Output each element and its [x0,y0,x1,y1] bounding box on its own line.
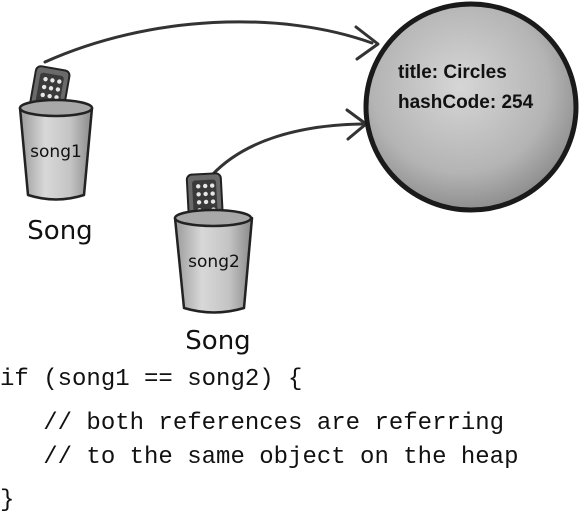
code-line-comment-2: // to the same object on the heap [0,444,519,471]
reference-cup-song2: song2 [173,172,254,314]
arrow-song2-to-object [210,108,368,177]
cup-label-song2: song2 [188,252,240,272]
object-hashcode-text: hashCode: 254 [398,92,534,113]
code-line-close-brace: } [0,487,15,514]
object-title-text: title: Circles [398,62,507,83]
type-label-song2: Song [185,326,250,356]
arrow-song1-to-object [43,20,380,64]
code-line-comment-1: // both references are referring [0,410,505,437]
reference-cup-song1: song1 [18,65,94,201]
type-label-song1: Song [27,216,92,246]
cup-label-song1: song1 [30,142,82,162]
code-line-if: if (song1 == song2) { [0,366,303,393]
heap-object: title: Circles hashCode: 254 [363,1,579,213]
